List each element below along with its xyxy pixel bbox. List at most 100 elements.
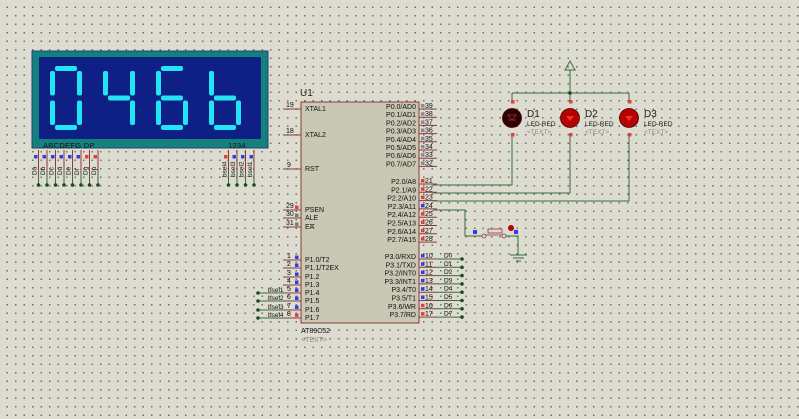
select-pin-bsel4[interactable]: bsel4 (222, 150, 231, 187)
button-indicator (508, 225, 514, 231)
pin-name: P1.6 (305, 307, 320, 314)
segment-pin-Dd[interactable]: Dd (57, 150, 66, 187)
segment-pin-Dg[interactable]: Dg (83, 150, 92, 187)
pin-name: P0.1/AD1 (386, 112, 416, 119)
pin-name: PSEN (305, 207, 324, 214)
select-pin-bsel3[interactable]: bsel3 (230, 150, 239, 187)
pin-marker (295, 263, 299, 267)
select-pin-label: bsel1 (247, 161, 254, 177)
segment-pin-Dp[interactable]: Dp (91, 150, 100, 187)
pin-marker (241, 155, 245, 159)
pin-number: 26 (425, 220, 433, 227)
select-pin-label: bsel4 (222, 161, 229, 177)
mcu-pin-1[interactable]: 1P1.0/T2 (283, 253, 330, 264)
pin-name: XTAL2 (305, 132, 326, 139)
net-label: D0 (444, 253, 453, 260)
net-label: bsel4 (268, 312, 284, 319)
pin-marker (511, 133, 515, 137)
segment-pin-Da[interactable]: Da (32, 150, 41, 187)
segment-pin-label: Dg (83, 166, 90, 175)
pin-number: 18 (286, 128, 294, 135)
segment-pin-label: De (66, 166, 73, 175)
select-pin-bsel1[interactable]: bsel1 (247, 150, 256, 187)
pin-marker (421, 278, 425, 283)
segment-pin-Dc[interactable]: Dc (49, 150, 58, 187)
junction-dot (460, 257, 464, 261)
mcu-pin-2[interactable]: 2P1.1/T2EX (283, 261, 339, 272)
select-pin-bsel2[interactable]: bsel2 (239, 150, 248, 187)
pin-name: P1.1/T2EX (305, 265, 339, 272)
pin-marker (295, 313, 299, 317)
pin-marker (421, 195, 425, 200)
junction-dot (256, 299, 260, 303)
pin-number: 6 (287, 294, 291, 301)
junction-dot (235, 183, 239, 187)
segment-pin-Db[interactable]: Db (40, 150, 49, 187)
pin-number: 30 (286, 211, 294, 218)
push-button[interactable] (473, 225, 518, 239)
pin-marker (421, 270, 425, 275)
mcu-ref: U1 (300, 88, 313, 99)
mcu-pin-26[interactable]: 26 P2.5/A13 (387, 220, 437, 228)
power-terminal (564, 59, 576, 71)
segment-pin-De[interactable]: De (66, 150, 75, 187)
mcu-pin-4[interactable]: 4P1.3 (283, 278, 320, 289)
pin-name: P0.0/AD0 (386, 104, 416, 111)
led-body (502, 108, 522, 128)
pin-name: XTAL1 (305, 106, 326, 113)
segment-pin-Df[interactable]: Df (74, 150, 83, 187)
pin-marker (421, 136, 425, 141)
pin-marker (421, 237, 425, 241)
button-cap (487, 228, 503, 234)
segment-b (77, 71, 82, 96)
pin-name: P1.5 (305, 298, 320, 305)
mcu-pin-3[interactable]: 3P1.2 (283, 270, 320, 281)
pin-name: P2.5/A13 (387, 221, 416, 228)
pin-marker (511, 100, 515, 104)
segment-pin-label: Dc (49, 166, 56, 175)
pin-name: P0.4/AD4 (386, 137, 416, 144)
seven-segment-display[interactable]: ABCDEFG DP 1234 (31, 50, 269, 150)
pin-number: 24 (425, 203, 433, 210)
led-part: LED-RED (527, 121, 556, 128)
